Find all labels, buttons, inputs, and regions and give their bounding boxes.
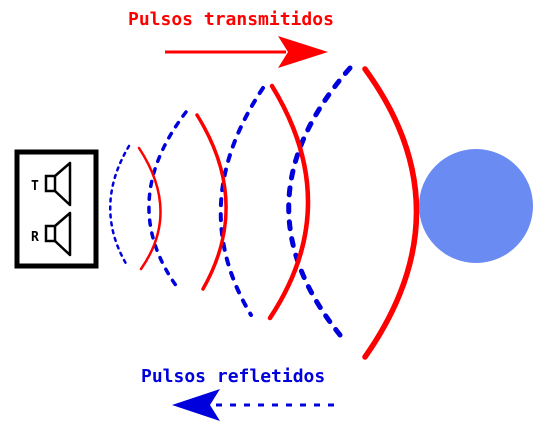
reflected-arrow (172, 389, 335, 421)
transmitter-speaker-icon (44, 161, 72, 207)
reflected-wave-2 (147, 110, 188, 293)
reflected-wave-1 (109, 144, 131, 269)
receiver-speaker-icon (44, 211, 72, 257)
reflected-waves (109, 65, 353, 344)
reflected-label: Pulsos refletidos (141, 366, 325, 387)
receiver-letter: R (31, 230, 39, 245)
transmitter-letter: T (31, 179, 39, 194)
transmitted-wave-2 (195, 113, 228, 291)
transmitted-wave-1 (137, 146, 162, 271)
transmitted-wave-4 (362, 66, 420, 360)
radar-device: T R (14, 149, 99, 269)
target-circle (419, 149, 533, 263)
reflected-wave-3 (218, 86, 265, 317)
transmitted-label: Pulsos transmitidos (128, 9, 334, 30)
transmitted-waves (137, 66, 420, 360)
reflected-wave-4 (286, 65, 353, 344)
transmitted-arrow (165, 36, 328, 68)
transmitted-wave-3 (267, 83, 311, 321)
